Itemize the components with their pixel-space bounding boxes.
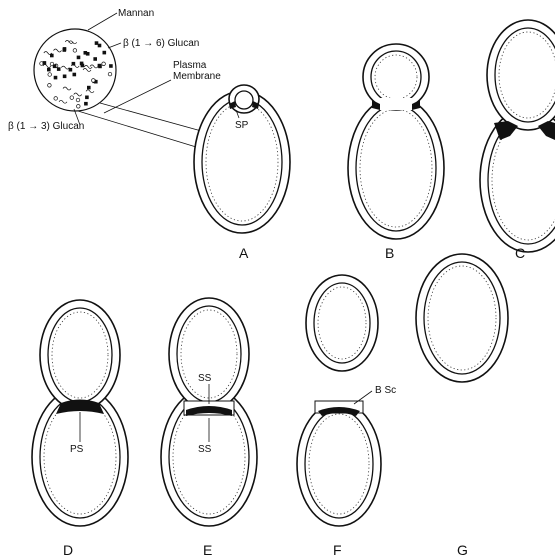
cell-a: SP: [194, 85, 290, 233]
cell-e: SS SS: [161, 298, 257, 526]
panel-label-f: F: [333, 542, 342, 558]
inset-circle: [34, 29, 116, 111]
cell-c: [480, 20, 555, 252]
panel-label-d: D: [63, 542, 73, 558]
label-sp: SP: [235, 120, 249, 131]
magnify-line-lower: [78, 111, 206, 150]
label-ps: PS: [70, 444, 84, 455]
label-bsc: B Sc: [375, 385, 396, 396]
cell-b: [348, 44, 444, 239]
label-mannan: Mannan: [118, 8, 154, 19]
leader-mannan: [88, 13, 117, 30]
label-ss-bottom: SS: [198, 444, 212, 455]
magnify-line-upper: [100, 103, 205, 132]
panel-label-g: G: [457, 542, 468, 558]
panel-label-b: B: [385, 245, 394, 261]
panel-label-c: C: [515, 245, 525, 261]
label-beta16-glucan: β (1 → 6) Glucan: [123, 38, 199, 49]
label-ss-top: SS: [198, 373, 212, 384]
cell-g: [416, 254, 508, 382]
leader-plasma-membrane: [104, 80, 171, 113]
label-beta13-glucan: β (1 → 3) Glucan: [8, 121, 84, 132]
label-plasma: Plasma: [173, 60, 207, 71]
panel-label-e: E: [203, 542, 212, 558]
cell-d: PS: [32, 300, 128, 526]
cell-wall-inset: Mannan β (1 → 6) Glucan Plasma Membrane …: [8, 8, 223, 151]
cell-f: B Sc: [297, 275, 396, 526]
leader-beta16: [108, 43, 121, 48]
panel-label-a: A: [239, 245, 249, 261]
label-membrane: Membrane: [173, 71, 221, 82]
